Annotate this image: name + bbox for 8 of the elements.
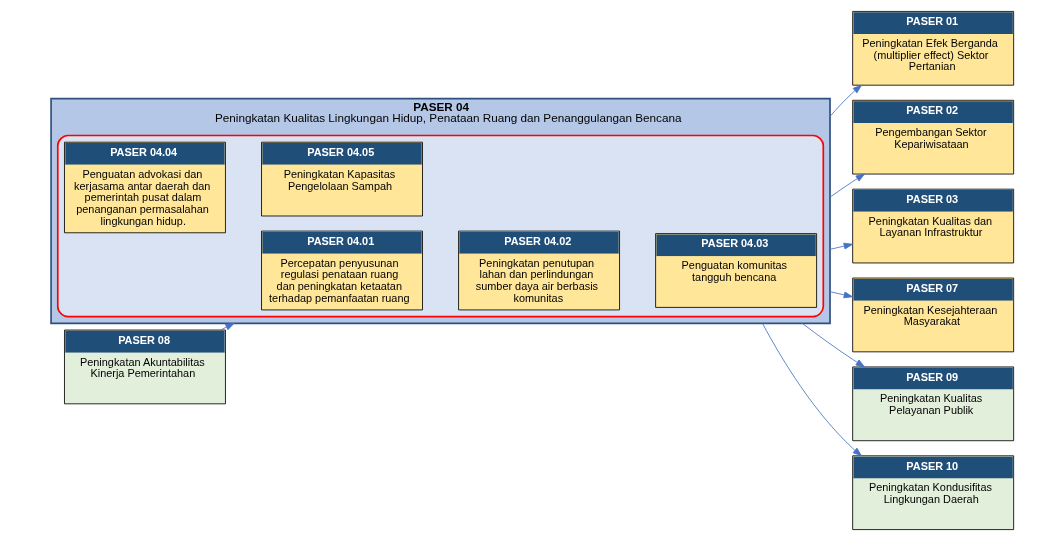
arrow xyxy=(829,242,853,250)
arrow xyxy=(761,322,862,457)
arrow xyxy=(829,173,865,198)
arrow xyxy=(829,84,862,117)
arrow xyxy=(801,322,865,368)
arrow xyxy=(219,322,235,331)
arrow xyxy=(829,291,853,299)
cluster xyxy=(56,134,824,318)
